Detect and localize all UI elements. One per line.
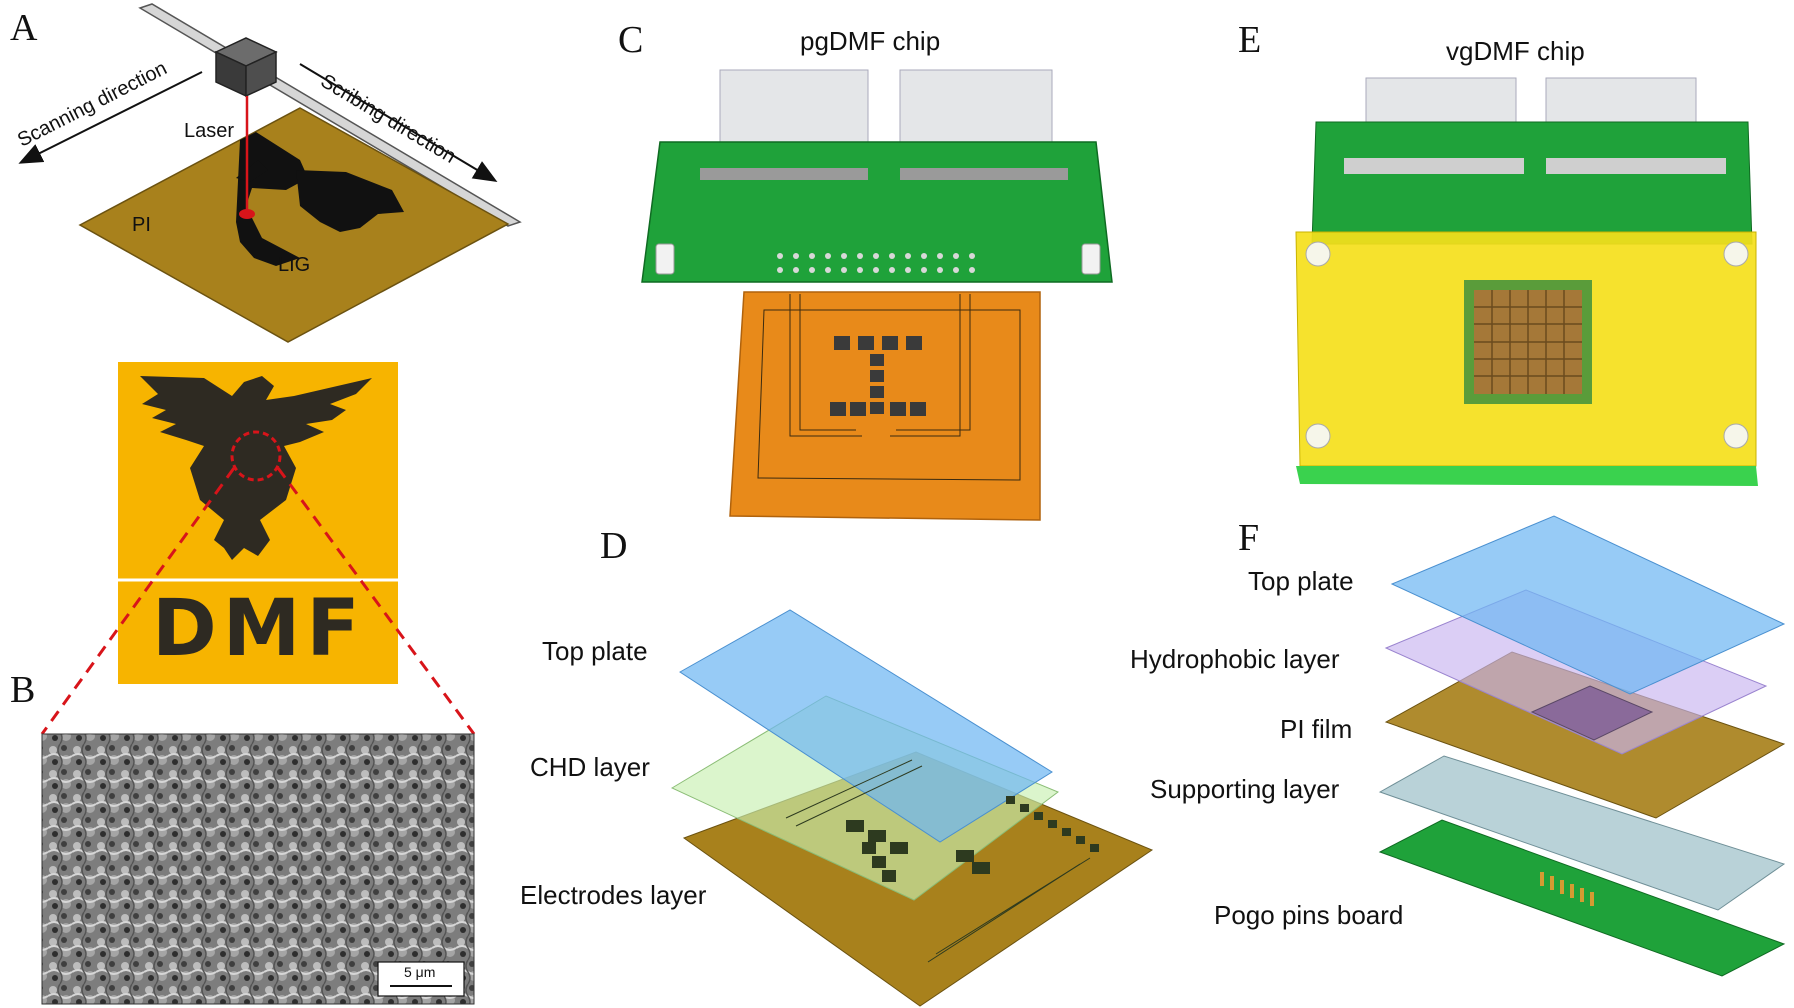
d-top-plate-label: Top plate	[542, 636, 648, 666]
lig-eagle-pattern	[236, 132, 404, 266]
ribbon-cable-left	[719, 69, 869, 147]
pogo-pins	[1540, 872, 1594, 906]
zoom-circle	[230, 430, 282, 482]
panel-label-b: B	[10, 669, 36, 711]
panel-b-logo-photo	[118, 362, 398, 684]
panel-d-exploded	[670, 609, 1154, 1007]
scanning-direction-arrow	[18, 71, 203, 164]
panel-label-d: D	[600, 525, 628, 567]
scribing-direction-arrow	[299, 63, 498, 183]
panel-label-c: C	[618, 19, 644, 61]
lig-label: LIG	[278, 254, 311, 276]
d-electrodes-layer-label: Electrodes layer	[520, 880, 707, 910]
logo-dmf-text: DMF	[152, 584, 366, 674]
panel-label-e: E	[1238, 19, 1262, 61]
top-plate-sheet	[1390, 515, 1786, 695]
f-hydrophobic-layer-label: Hydrophobic layer	[1130, 644, 1340, 674]
ribbon-cable-right	[899, 69, 1053, 147]
f-pogo-pins-board-label: Pogo pins board	[1214, 900, 1404, 930]
pi-label: PI	[132, 214, 151, 236]
logo-eagle	[140, 376, 372, 560]
pgdmf-chip-photo	[641, 69, 1113, 521]
vgdmf-chip-title: vgDMF chip	[1446, 36, 1585, 66]
pgdmf-chip-title: pgDMF chip	[800, 26, 941, 56]
f-pi-film-label: PI film	[1280, 714, 1353, 744]
zoom-line-left	[40, 467, 236, 735]
pgdmf-electrodes	[830, 336, 926, 416]
f-supporting-layer-label: Supporting layer	[1150, 774, 1340, 804]
laser-spot	[239, 209, 255, 219]
d-chd-layer-label: CHD layer	[530, 752, 650, 782]
pgdmf-pcb	[641, 141, 1113, 283]
laser-head	[214, 37, 278, 98]
f-top-plate-label: Top plate	[1248, 566, 1354, 596]
pi-film-electrode-array	[1530, 685, 1654, 741]
scale-bar-box	[377, 961, 465, 997]
vgdmf-pcb	[1311, 121, 1753, 245]
supporting-layer-sheet	[1378, 755, 1786, 911]
pi-sheet	[78, 107, 510, 343]
vgdmf-chip-photo	[1295, 77, 1758, 486]
laser-label: Laser	[184, 120, 235, 142]
panel-f-exploded	[1378, 515, 1786, 977]
sem-image	[41, 733, 475, 1005]
panel-label-a: A	[10, 7, 38, 49]
pgdmf-exploded-electrodes	[846, 796, 1099, 882]
scale-bar-label: 5 μm	[404, 964, 436, 980]
top-plate-sheet	[679, 609, 1053, 843]
zoom-line-right	[276, 467, 476, 735]
panel-label-f: F	[1238, 517, 1260, 559]
pgdmf-pi-film	[729, 291, 1041, 521]
panel-a-schematic	[18, 3, 522, 343]
